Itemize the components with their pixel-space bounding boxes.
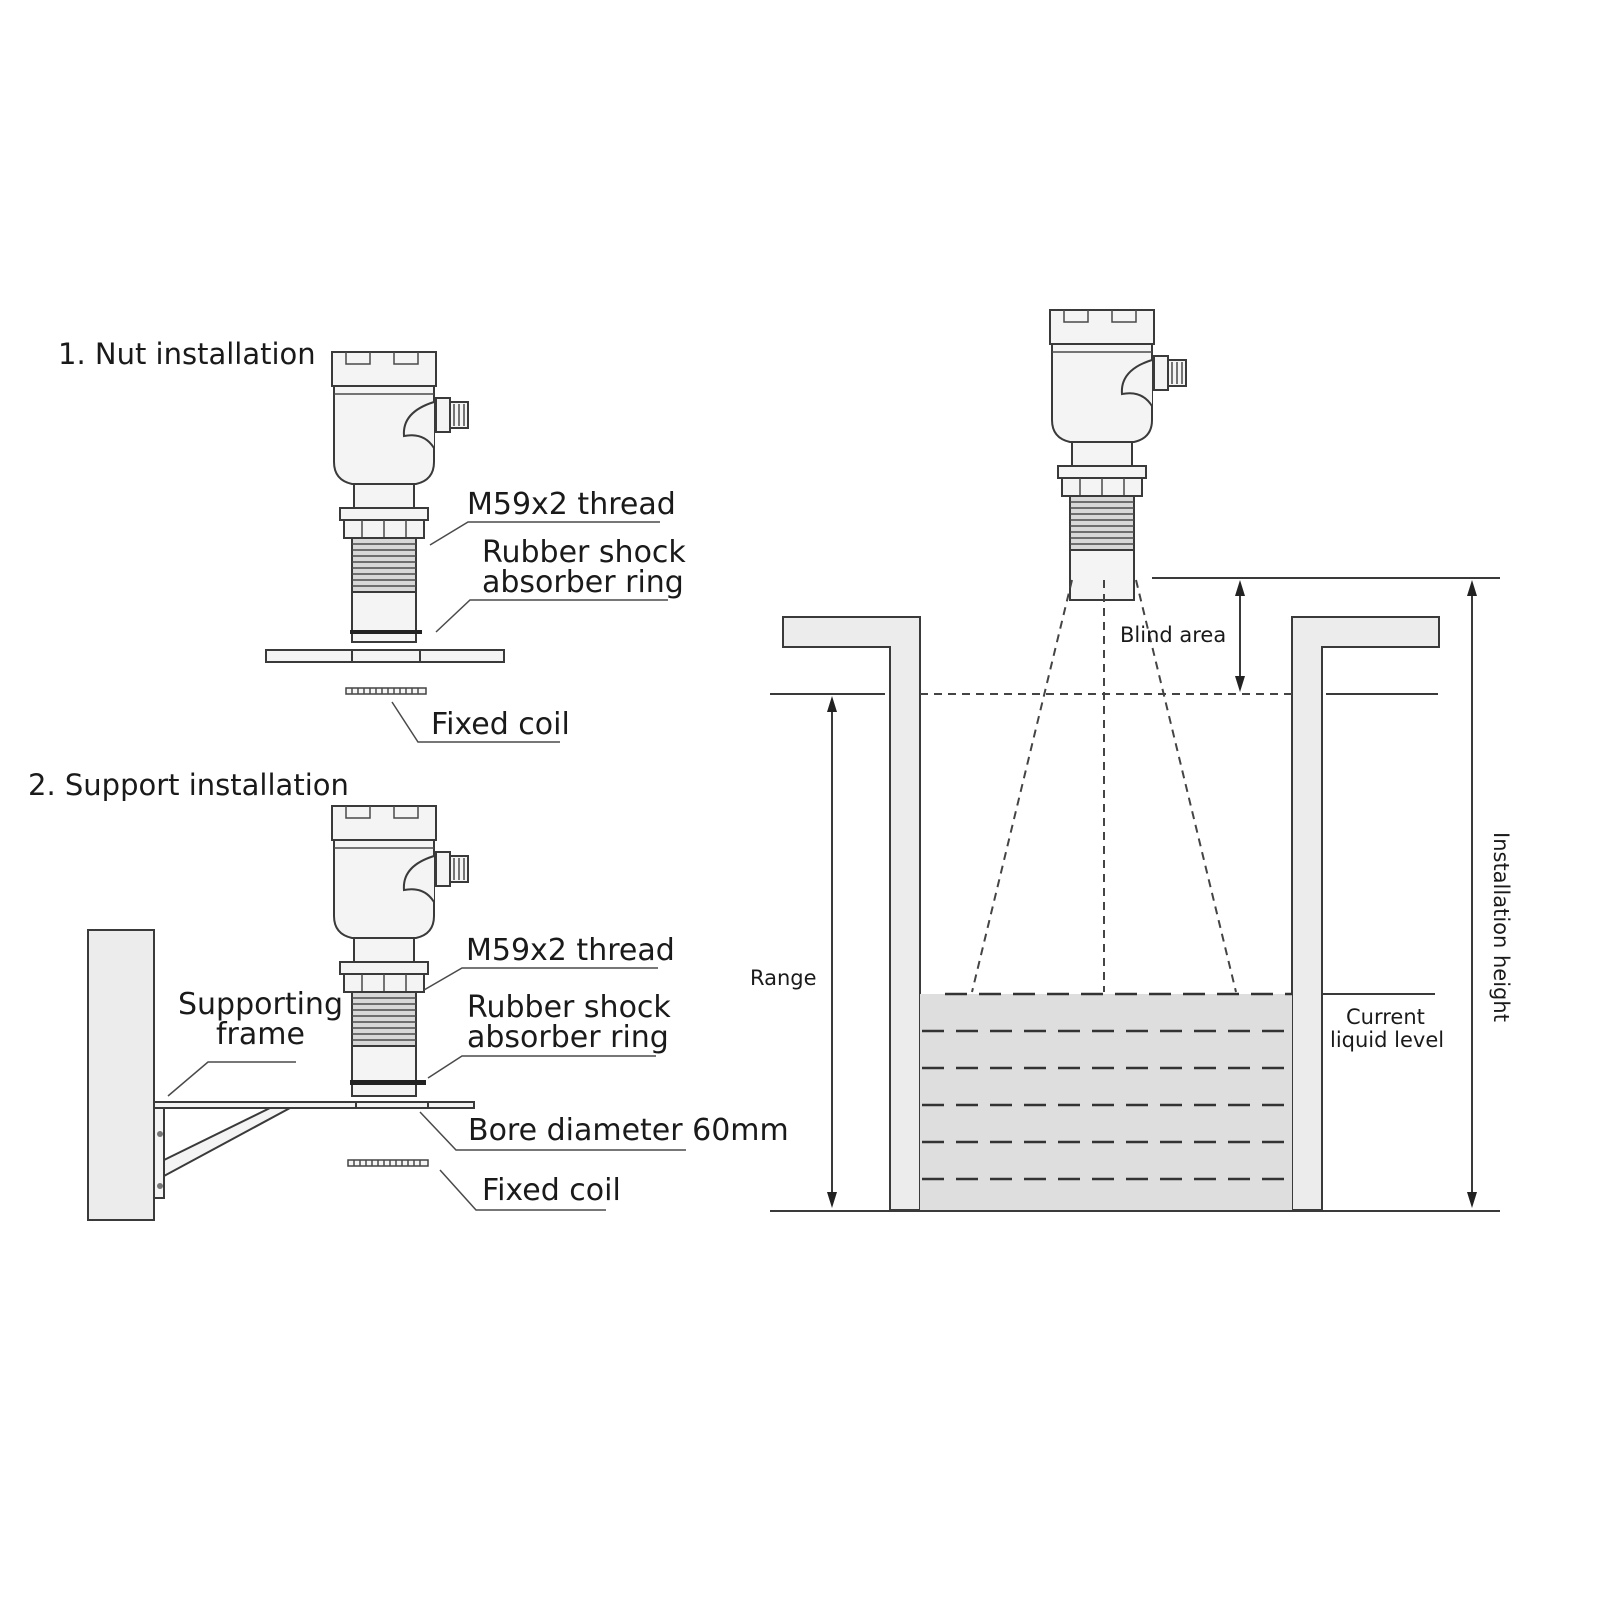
range-label: Range <box>750 966 817 990</box>
nut-rubber-leader <box>435 599 668 633</box>
blind-area-label: Blind area <box>1120 623 1226 647</box>
support-frame-leader <box>167 1061 296 1097</box>
range-arrow <box>827 696 837 1208</box>
support-bore-leader <box>419 1111 686 1151</box>
installation-height-arrow <box>1467 580 1477 1208</box>
support-coil-label: Fixed coil <box>482 1173 621 1208</box>
support-rubber-label-2: absorber ring <box>467 1020 669 1055</box>
support-bore <box>355 1101 429 1109</box>
support-rubber-leader <box>427 1055 656 1079</box>
support-rubber-label-1: Rubber shock <box>467 990 671 1025</box>
support-frame-label-1: Supporting <box>178 987 343 1022</box>
support-thread-leader <box>423 967 658 991</box>
nut-sensor <box>331 351 469 643</box>
nut-fixed-coil <box>345 687 427 695</box>
nut-rubber-ring <box>350 630 422 634</box>
support-frame-label-2: frame <box>216 1017 305 1052</box>
blind-area-arrow <box>1235 580 1245 692</box>
tank-left-wall <box>782 616 921 1211</box>
bore-diameter-label: Bore diameter 60mm <box>468 1113 789 1148</box>
nut-coil-label: Fixed coil <box>431 707 570 742</box>
support-thread-label: M59x2 thread <box>466 933 675 968</box>
ultrasonic-beam <box>971 579 1237 993</box>
nut-installation-title: 1. Nut installation <box>58 337 316 371</box>
support-installation-title: 2. Support installation <box>28 768 349 802</box>
nut-thread-label: M59x2 thread <box>467 487 676 522</box>
support-wall <box>87 929 155 1221</box>
tank-right-wall <box>1291 616 1440 1211</box>
installation-height-label: Installation height <box>1489 832 1513 1022</box>
support-fixed-coil <box>347 1159 429 1167</box>
support-rubber-ring <box>350 1080 426 1085</box>
nut-coil-leader <box>391 701 560 743</box>
nut-rubber-label-1: Rubber shock <box>482 535 686 570</box>
support-coil-leader <box>439 1169 606 1211</box>
current-level-label-1: Current <box>1346 1005 1425 1029</box>
supporting-frame <box>153 1101 475 1199</box>
liquid-level-lines <box>922 992 1292 1181</box>
nut-rubber-label-2: absorber ring <box>482 565 684 600</box>
nut-thread-leader <box>429 521 660 546</box>
support-sensor <box>331 805 469 1097</box>
liquid-body <box>920 994 1292 1210</box>
current-level-label-2: liquid level <box>1330 1028 1444 1052</box>
tank-sensor <box>1049 309 1187 601</box>
